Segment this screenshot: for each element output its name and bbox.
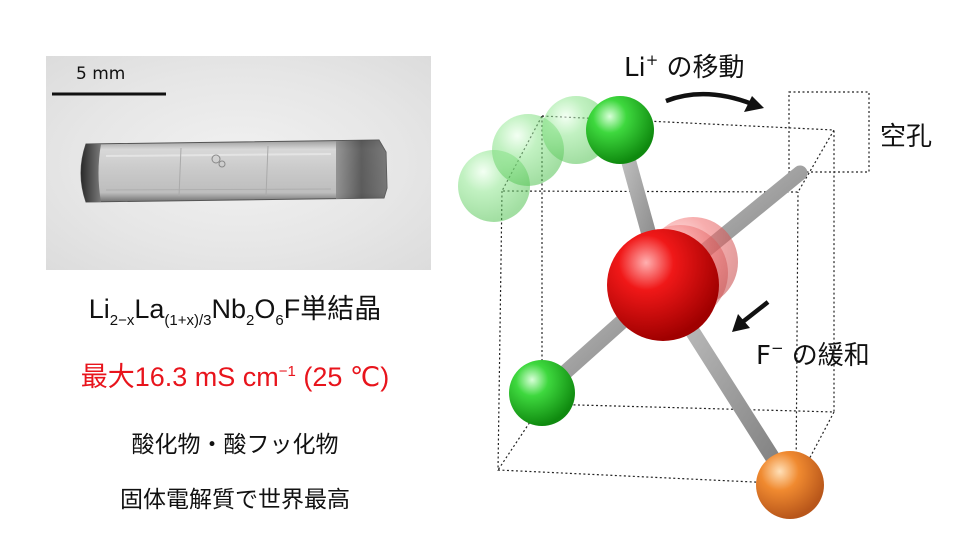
- formula-subscript: 2: [246, 312, 255, 329]
- li-atom-moving: [586, 96, 654, 164]
- f-relaxation-label: F− の緩和: [756, 335, 870, 372]
- description-line-2: 固体電解質で世界最高: [120, 487, 350, 513]
- max-conductivity: 最大16.3 mS cm−1 (25 ℃): [0, 355, 470, 394]
- formula-part: La: [134, 294, 165, 324]
- vacancy-box: [788, 91, 870, 173]
- formula-subscript: 6: [275, 312, 284, 329]
- f-relaxation-arrow: [738, 300, 770, 326]
- scale-bar-label: 5 mm: [76, 64, 126, 84]
- formula-part: Nb: [211, 294, 247, 324]
- li-migration-label: Li+ の移動: [624, 47, 745, 84]
- li-atom: [509, 360, 575, 426]
- li-ion-symbol: Li: [624, 53, 646, 83]
- single-crystal-image: [52, 92, 388, 203]
- conductivity-exponent: −1: [278, 363, 296, 380]
- nb-atom: [756, 451, 824, 519]
- formula-subscript: (1+x)/3: [164, 312, 212, 329]
- crystal-left-end: [81, 144, 101, 202]
- conductivity-temperature: (25 ℃): [295, 362, 390, 392]
- formula-part: Li: [88, 294, 110, 324]
- f-ion-symbol: F: [756, 341, 771, 371]
- formula-part: F単結晶: [283, 294, 382, 324]
- f-atom: [607, 229, 719, 341]
- li-ion-charge: +: [645, 51, 659, 69]
- f-ion-charge: −: [770, 339, 784, 357]
- f-relaxation-arrowhead: [732, 314, 750, 332]
- formula-part: O: [254, 294, 276, 324]
- conductivity-value: 最大16.3 mS cm: [80, 362, 279, 392]
- formula-subscript: 2−x: [109, 312, 135, 329]
- li-migration-text: の移動: [658, 53, 745, 83]
- li-migration-arrowhead: [744, 96, 764, 112]
- vacancy-label: 空孔: [880, 122, 933, 152]
- crystal-right-end: [336, 140, 387, 199]
- crystal-formula: Li2−xLa(1+x)/3Nb2O6F単結晶: [0, 287, 470, 329]
- li-migration-arrow: [665, 92, 753, 107]
- ion-migration-diagram: [458, 91, 870, 519]
- crystal-photo: 5 mm: [46, 56, 431, 270]
- f-relaxation-text: の緩和: [783, 341, 870, 371]
- description-line-1: 酸化物・酸フッ化物: [131, 432, 339, 458]
